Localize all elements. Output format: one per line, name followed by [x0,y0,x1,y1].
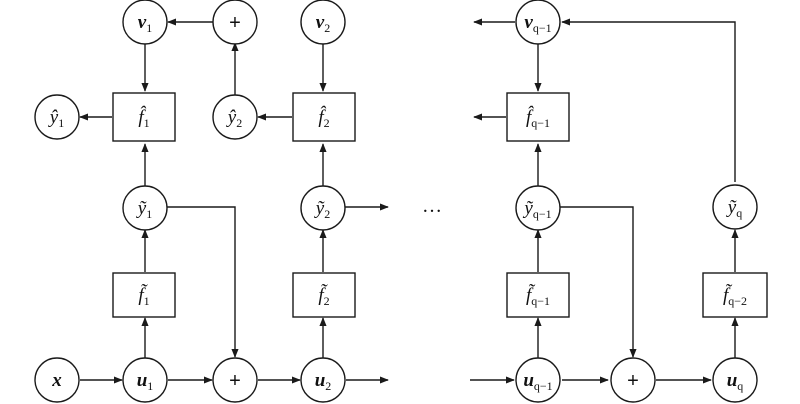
node-yhat2: ŷ2 [212,94,258,140]
svg-text:f̂q−1: f̂q−1 [526,106,550,130]
node-x-label: x [51,370,62,391]
box-fhat2-sub: 2 [324,116,330,130]
node-ytil2: ỹ2 [300,185,346,231]
node-uq: uq [712,357,758,403]
box-ftilq2-main: f̃ [723,284,733,306]
box-ftil2-sub: 2 [324,294,330,308]
svg-text:uq−1: uq−1 [523,370,552,393]
ellipsis: … [422,195,442,217]
box-ftilq2: f̃q−2 [702,272,768,318]
node-vq1: vq−1 [515,0,561,45]
node-v1-sub: 1 [146,21,152,35]
box-fhat2: f̂2 [292,92,356,142]
svg-text:f̃2: f̃2 [318,284,329,308]
node-ytil2-main: ỹ [314,198,325,219]
box-fhat2-main: f̂ [318,106,327,128]
node-yhat1: ŷ1 [34,94,80,140]
node-u1-sub: 1 [147,379,153,393]
svg-text:u2: u2 [315,370,332,393]
box-ftil1-sub: 1 [144,294,150,308]
node-plus-bot2: + [610,357,656,403]
svg-text:v2: v2 [316,12,330,35]
node-x: x [34,357,80,403]
edge-ytilq-to-vq1 [561,18,736,182]
box-fhatq1-sub: q−1 [531,116,550,130]
box-ftil1: f̃1 [112,272,176,318]
node-ytilq: ỹq [712,184,758,230]
box-fhat1: f̂1 [112,92,176,142]
edges [79,18,739,384]
node-uq1-main: u [523,370,534,391]
edge-ytilq1-to-plus-bot2 [560,206,637,358]
node-ytil1-sub: 1 [146,207,152,221]
svg-text:f̃q−2: f̃q−2 [723,284,747,308]
node-ytilq-main: ỹ [726,197,737,218]
node-v2-main: v [316,12,325,33]
svg-text:ỹ2: ỹ2 [314,198,330,221]
svg-text:vq−1: vq−1 [524,12,551,35]
node-uq1: uq−1 [515,357,561,403]
box-ftil2: f̃2 [292,272,356,318]
svg-text:ỹq−1: ỹq−1 [522,198,551,221]
node-plus-top-label: + [229,12,241,34]
node-vq1-main: v [524,12,533,33]
box-fhat1-main: f̂ [138,106,147,128]
node-yhat1-sub: 1 [58,116,64,130]
svg-text:ŷ2: ŷ2 [226,107,242,130]
node-u1: u1 [122,357,168,403]
node-u2-sub: 2 [325,379,331,393]
box-ftilq1-main: f̃ [526,284,536,306]
node-ytil1: ỹ1 [122,185,168,231]
node-ytilq1-main: ỹ [522,198,533,219]
node-plus-bot1-label: + [229,370,241,392]
svg-text:ỹq: ỹq [726,197,742,220]
svg-text:u1: u1 [137,370,154,393]
node-yhat1-main: ŷ [48,107,59,128]
node-ytilq1: ỹq−1 [515,185,561,231]
node-plus-bot2-label: + [627,370,639,392]
node-ytilq1-sub: q−1 [533,207,552,221]
box-ftil2-main: f̃ [318,284,328,306]
node-u2-main: u [315,370,326,391]
svg-text:f̃q−1: f̃q−1 [526,284,550,308]
box-fhatq1: f̂q−1 [506,92,570,142]
node-u1-main: u [137,370,148,391]
node-vq1-sub: q−1 [533,21,552,35]
svg-text:f̂2: f̂2 [318,106,329,130]
box-ftilq2-sub: q−2 [728,294,747,308]
node-v2: v2 [300,0,346,45]
box-ftilq1: f̃q−1 [506,272,570,318]
node-plus-bot1: + [212,357,258,403]
node-uq-main: u [727,370,738,391]
node-v1-main: v [138,12,147,33]
node-ytilq-sub: q [736,206,742,220]
node-yhat2-sub: 2 [236,116,242,130]
node-ytil1-main: ỹ [136,198,147,219]
svg-text:f̃1: f̃1 [138,284,149,308]
node-u2: u2 [300,357,346,403]
edge-ytil1-to-plus-bot1 [167,206,239,358]
box-ftilq1-sub: q−1 [531,294,550,308]
node-yhat2-main: ŷ [226,107,237,128]
node-v1: v1 [122,0,168,45]
svg-text:v1: v1 [138,12,152,35]
svg-text:uq: uq [727,370,744,393]
box-fhat1-sub: 1 [144,116,150,130]
node-uq-sub: q [737,379,743,393]
node-plus-top: + [212,0,258,45]
node-v2-sub: 2 [324,21,330,35]
box-ftil1-main: f̃ [138,284,148,306]
svg-text:ỹ1: ỹ1 [136,198,152,221]
box-fhatq1-main: f̂ [526,106,535,128]
svg-text:f̂1: f̂1 [138,106,149,130]
node-ytil2-sub: 2 [324,207,330,221]
svg-text:ŷ1: ŷ1 [48,107,64,130]
node-uq1-sub: q−1 [534,379,553,393]
